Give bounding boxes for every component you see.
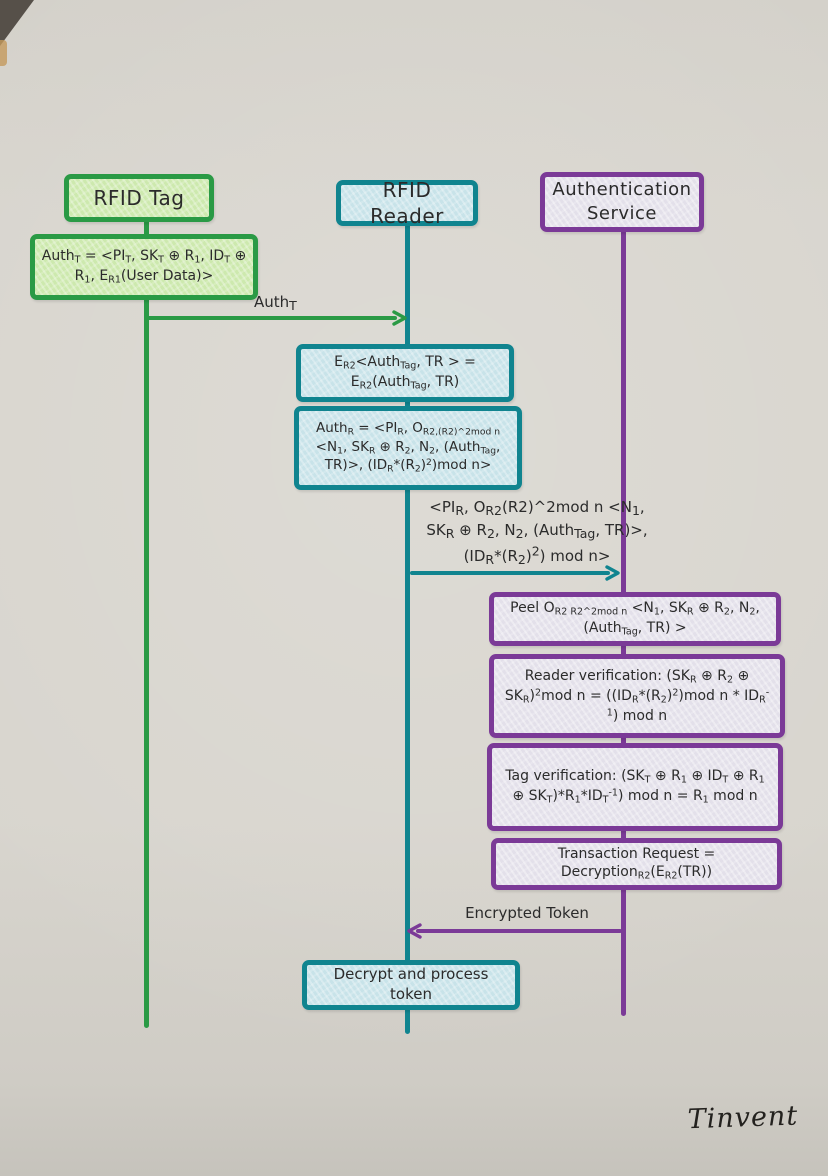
actor-box-rfid-tag: RFID Tag [64, 174, 214, 222]
message-encrypted-token-text: Encrypted Token [465, 904, 589, 922]
actor-label-rfid-tag: RFID Tag [93, 185, 185, 210]
message-arrow-reader-to-service [410, 571, 610, 575]
message-reader-to-service-text: <PIR, OR2(R2)^2mod n <N1, SKR ⊕ R2, N2, … [426, 498, 648, 567]
message-label-reader-to-service: <PIR, OR2(R2)^2mod n <N1, SKR ⊕ R2, N2, … [418, 497, 656, 569]
lifeline-rfid-tag [144, 220, 149, 1028]
artist-signature: Tinvent [687, 1100, 821, 1157]
actor-box-rfid-reader: RFID Reader [336, 178, 478, 228]
arrowhead-right-icon [390, 309, 408, 327]
step-decrypt-token-text: Decrypt and process token [333, 965, 489, 1003]
signature-text: Tinvent [687, 1100, 799, 1136]
message-auth-t-text: AuthT [254, 293, 297, 314]
arrowhead-right-icon [603, 564, 621, 582]
step-box-tag-verification: Tag verification: (SKT ⊕ R1 ⊕ IDT ⊕ R1 ⊕… [487, 743, 783, 831]
note-auth-t-text: AuthT = <PIT, SKT ⊕ R1, IDT ⊕ R1, ER1(Us… [41, 248, 247, 286]
message-label-encrypted-token: Encrypted Token [442, 903, 612, 923]
step-box-decrypt-token: Decrypt and process token [302, 960, 520, 1010]
lifeline-rfid-reader [405, 224, 410, 1034]
step-reader-verification-text: Reader verification: (SKR ⊕ R2 ⊕ SKR)2mo… [504, 667, 770, 724]
step-transaction-request-text: Transaction Request = DecryptionR2(ER2(T… [557, 845, 716, 882]
message-arrow-auth-t [147, 316, 397, 320]
message-arrow-encrypted-token [416, 929, 622, 933]
step-box-service-peel: Peel OR2 R2^2mod n <N1, SKR ⊕ R2, N2, (A… [489, 592, 781, 646]
note-auth-t-definition: AuthT = <PIT, SKT ⊕ R1, IDT ⊕ R1, ER1(Us… [30, 234, 258, 300]
step-reader-encrypt-text: ER2<AuthTag, TR > = ER2(AuthTag, TR) [334, 354, 476, 392]
step-tag-verification-text: Tag verification: (SKT ⊕ R1 ⊕ IDT ⊕ R1 ⊕… [505, 768, 765, 806]
actor-label-auth-service: Authentication Service [552, 179, 692, 224]
step-service-peel-text: Peel OR2 R2^2mod n <N1, SKR ⊕ R2, N2, (A… [510, 600, 760, 638]
step-box-transaction-request: Transaction Request = DecryptionR2(ER2(T… [491, 838, 782, 890]
step-box-reader-encrypt: ER2<AuthTag, TR > = ER2(AuthTag, TR) [296, 344, 514, 402]
step-reader-auth-r-text: AuthR = <PIR, OR2,(R2)^2mod n <N1, SKR ⊕… [315, 420, 501, 475]
actor-label-rfid-reader: RFID Reader [370, 177, 444, 228]
message-label-auth-t: AuthT [254, 292, 344, 315]
arrowhead-left-icon [406, 922, 424, 940]
actor-box-auth-service: Authentication Service [540, 172, 704, 232]
step-box-reader-verification: Reader verification: (SKR ⊕ R2 ⊕ SKR)2mo… [489, 654, 785, 738]
step-box-reader-auth-r: AuthR = <PIR, OR2,(R2)^2mod n <N1, SKR ⊕… [294, 406, 522, 490]
